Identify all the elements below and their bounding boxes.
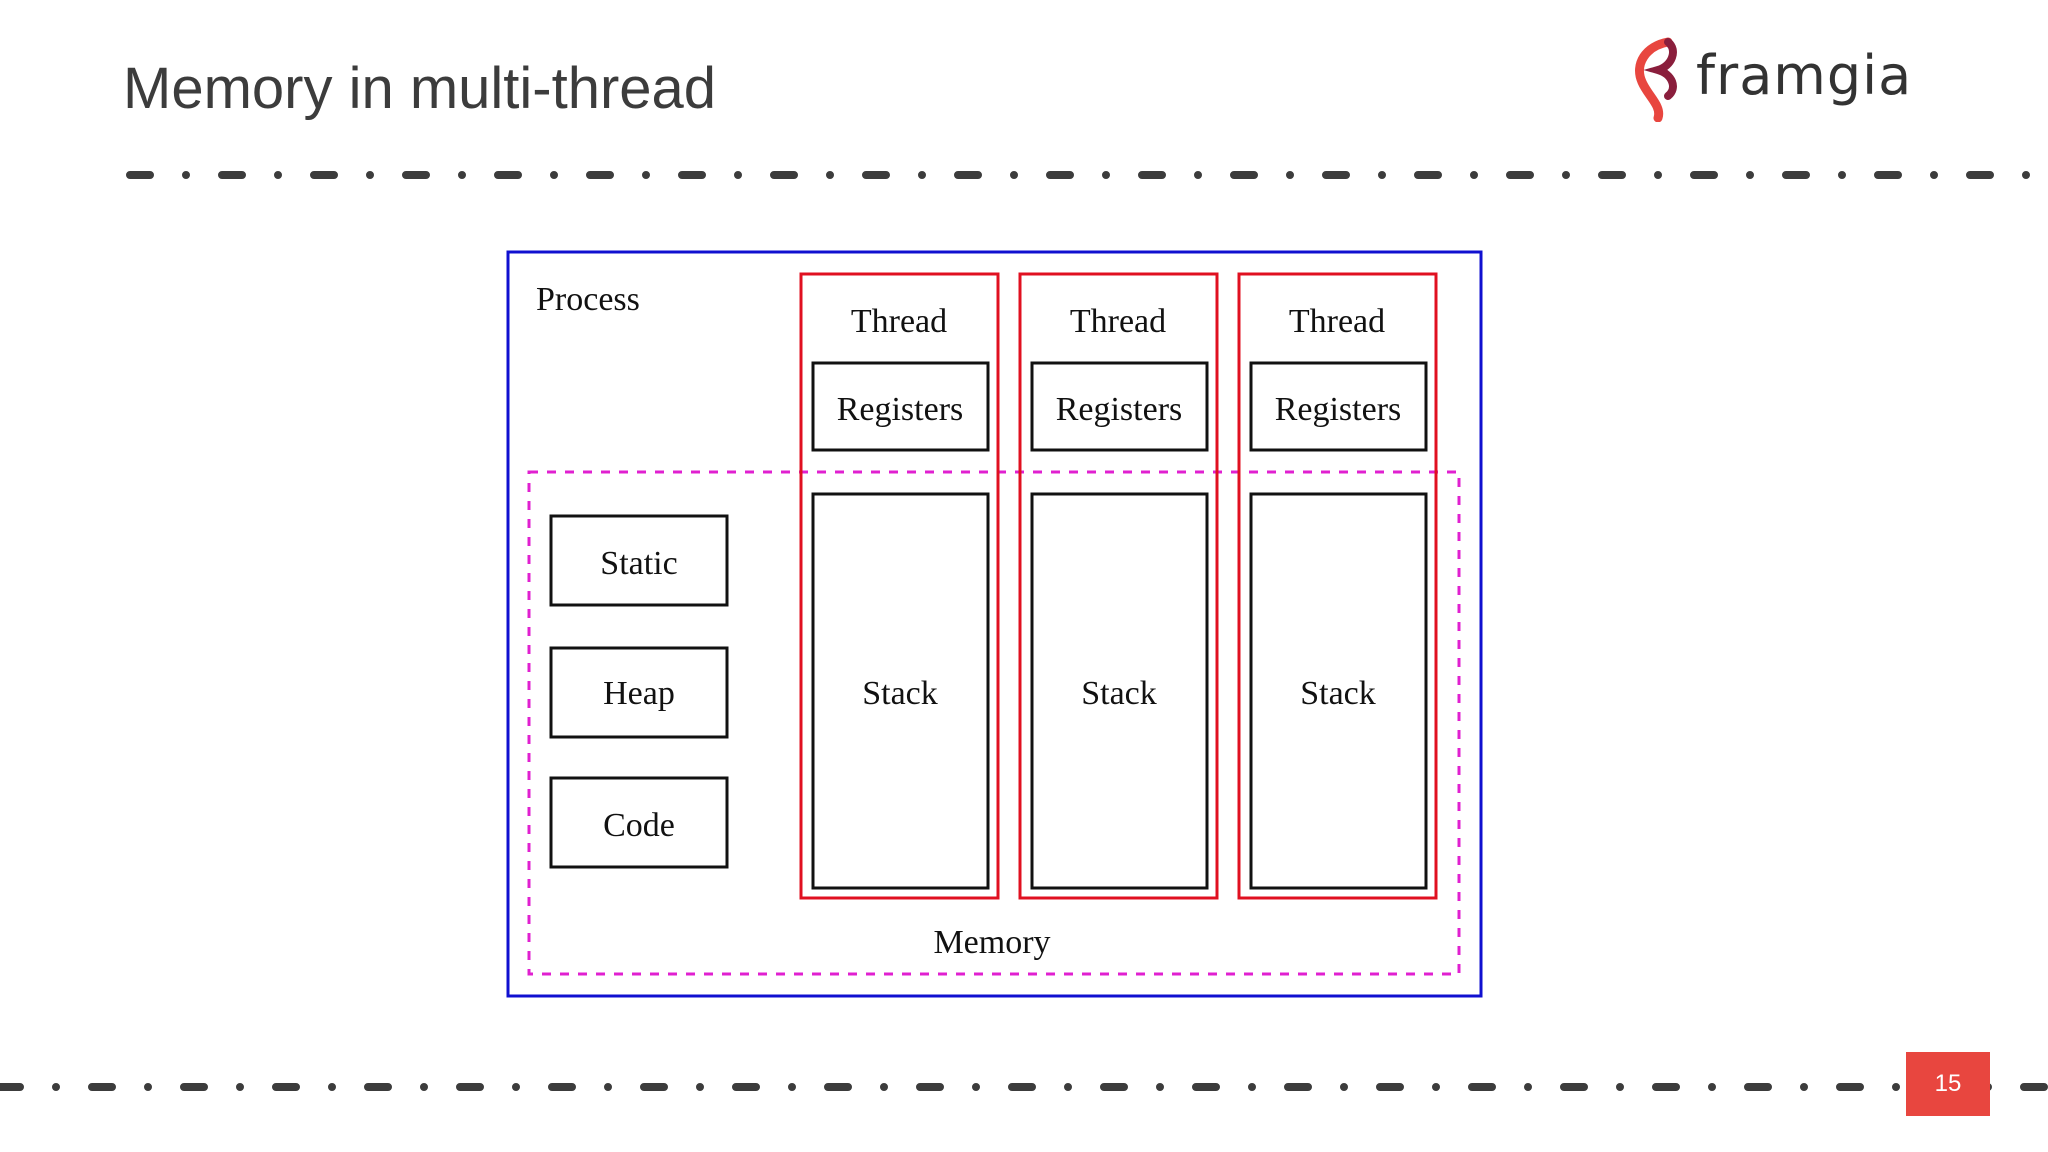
thread-2-stack-label: Stack <box>1081 675 1157 712</box>
thread-1-label: Thread <box>851 303 947 340</box>
framgia-logo: framgia <box>1628 34 1911 124</box>
memory-label: Memory <box>933 924 1050 961</box>
thread-3-registers-box <box>1249 361 1428 452</box>
code-box <box>549 776 729 869</box>
top-divider <box>126 171 2048 179</box>
thread-3-stack-label: Stack <box>1300 675 1376 712</box>
thread-3-stack-box <box>1249 492 1428 890</box>
thread-2-registers-box <box>1030 361 1209 452</box>
memory-diagram: Process Memory Static Heap Code Thread R… <box>506 250 1483 998</box>
logo-text: framgia <box>1696 44 1913 107</box>
thread-1-box <box>799 272 1000 900</box>
thread-1-registers-label: Registers <box>837 391 964 428</box>
slide-title: Memory in multi-thread <box>123 56 717 121</box>
thread-3-label: Thread <box>1289 303 1385 340</box>
static-label: Static <box>600 545 677 582</box>
heap-box <box>549 646 729 739</box>
thread-1-stack-label: Stack <box>862 675 938 712</box>
heap-label: Heap <box>603 675 675 712</box>
thread-1-stack-box <box>811 492 990 890</box>
thread-3-box <box>1237 272 1438 900</box>
static-box <box>549 514 729 607</box>
thread-2-box <box>1018 272 1219 900</box>
framgia-logo-icon <box>1635 37 1677 122</box>
memory-region <box>527 470 1461 976</box>
thread-1-registers-box <box>811 361 990 452</box>
thread-2-label: Thread <box>1070 303 1166 340</box>
bottom-divider <box>0 1083 2048 1091</box>
page-number-badge: 15 <box>1906 1052 1990 1116</box>
process-label: Process <box>536 281 640 318</box>
thread-2-stack-box <box>1030 492 1209 890</box>
code-label: Code <box>603 807 675 844</box>
thread-3-registers-label: Registers <box>1275 391 1402 428</box>
thread-2-registers-label: Registers <box>1056 391 1183 428</box>
